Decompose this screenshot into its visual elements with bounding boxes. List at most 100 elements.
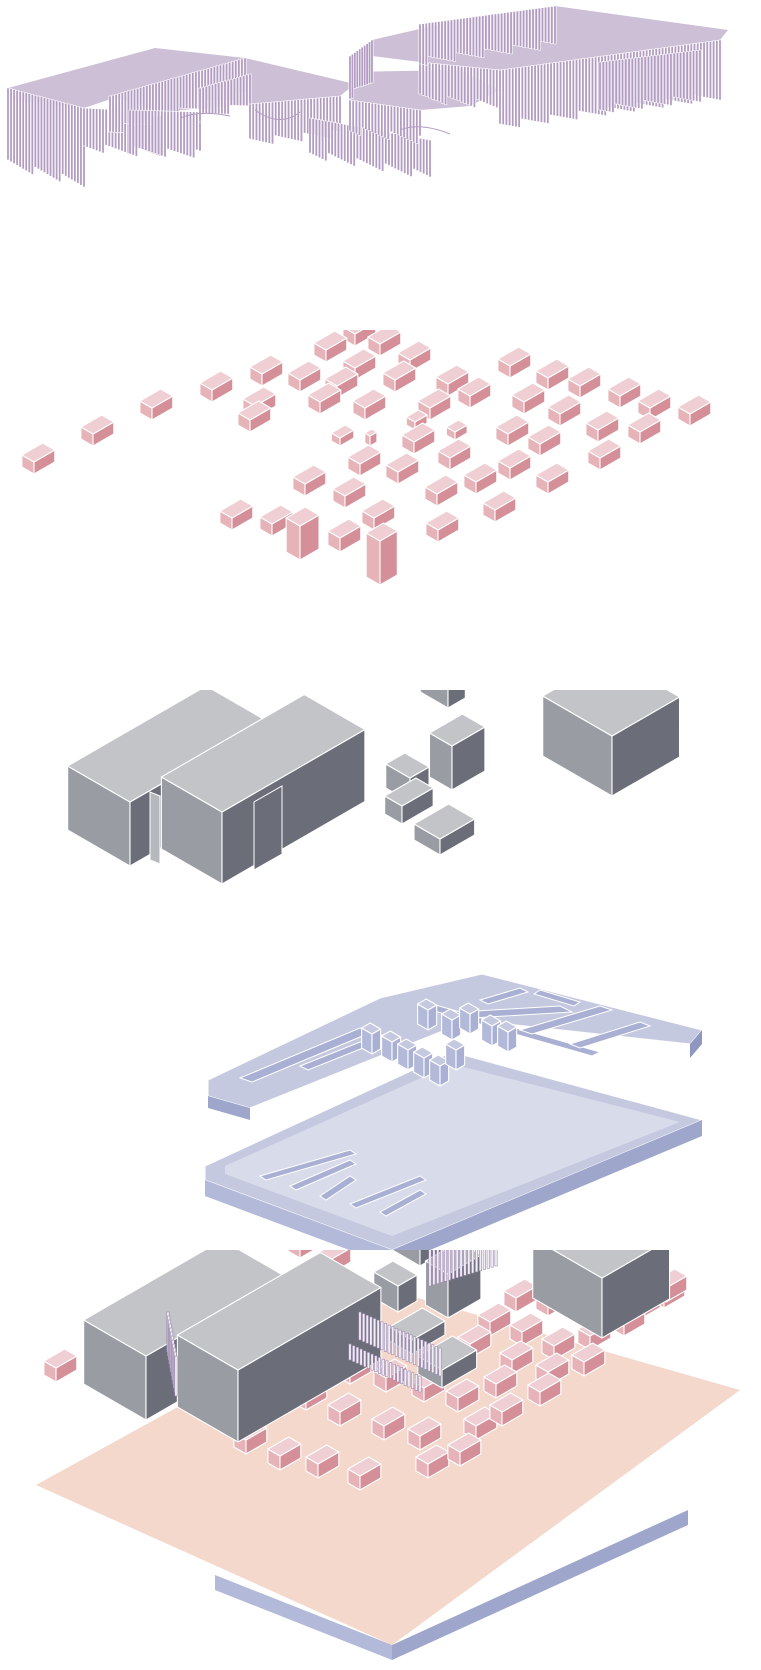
pink-volume <box>332 476 367 509</box>
screen-slat <box>223 80 227 115</box>
pink-volume <box>237 400 272 433</box>
screen-slat <box>472 67 476 108</box>
screen-slat <box>204 85 208 114</box>
screen-canvas <box>6 5 728 188</box>
composite-building-large-right-right-face <box>601 1250 671 1339</box>
screen-slat <box>578 58 582 112</box>
screen-slat <box>418 61 422 95</box>
screen-slat <box>509 11 513 55</box>
screen-slat <box>120 92 124 133</box>
screen-slat <box>21 91 25 170</box>
screen-slat <box>350 53 354 99</box>
screen-slat <box>327 121 331 154</box>
screen-slat <box>669 53 673 106</box>
screen-slat <box>98 108 102 153</box>
composite-screen-slat <box>359 1348 363 1366</box>
screen-slat <box>61 102 65 175</box>
screen-slat <box>456 65 460 102</box>
screen-slat <box>157 110 161 156</box>
screen-slat <box>421 62 425 96</box>
pink-volume <box>547 394 582 427</box>
screen-slat <box>370 102 374 133</box>
composite-screen-slat <box>405 1332 409 1362</box>
screen-slat <box>248 73 252 107</box>
composite-screen-slat <box>392 1363 396 1381</box>
screen-slat <box>443 20 447 60</box>
screen-slat <box>220 81 224 115</box>
composite-screen-slat <box>400 1367 404 1384</box>
screen-slat <box>428 62 432 99</box>
composite-pink-volume-top-face <box>571 1342 606 1363</box>
screen-slat <box>488 68 492 106</box>
screen-slat <box>527 65 531 121</box>
composite-screen-slat <box>398 1329 402 1359</box>
composite-screen-slat <box>363 1350 367 1368</box>
screen-slat <box>254 103 258 141</box>
composite-pink-volume <box>541 1326 576 1361</box>
screen-slat <box>188 111 192 158</box>
screen-slat <box>406 135 410 176</box>
screen-slat <box>317 119 321 159</box>
screen-slat <box>624 58 628 107</box>
pink-volume-top-face <box>365 522 398 542</box>
composite-building-large-right <box>532 1250 671 1339</box>
screen-slat <box>412 108 416 143</box>
screen-slat <box>353 52 357 89</box>
pink-volume <box>327 518 362 553</box>
pink-volume <box>139 388 174 421</box>
pink-volume-top-face <box>527 424 562 445</box>
pink-volume <box>292 464 327 497</box>
screen-slat <box>123 91 127 124</box>
site-base <box>36 1290 740 1660</box>
screen-slat <box>514 67 518 128</box>
buildings-layer <box>0 690 761 950</box>
screen-slat <box>173 110 177 152</box>
pink-volume <box>457 376 492 409</box>
site-plinth-front <box>392 1510 688 1660</box>
screen-slat <box>108 95 112 133</box>
screen-slat <box>226 79 230 115</box>
screen-slat <box>525 9 529 49</box>
screen-slat <box>270 101 274 145</box>
screen-slat <box>520 66 524 120</box>
composite-pink-volume-top-face <box>407 1416 442 1437</box>
screen-slat <box>362 127 366 163</box>
composite-screen-slat <box>362 1313 366 1342</box>
composite-screen-slat <box>416 1337 420 1367</box>
composite-screen-slat <box>475 1250 479 1273</box>
screen-slat <box>377 130 381 171</box>
composite-building-large-right-top-face <box>552 1250 652 1279</box>
screen-slat <box>169 110 173 151</box>
plan-pod <box>441 1008 462 1041</box>
screen-slat <box>679 52 683 99</box>
screen-slat <box>517 67 521 128</box>
pink-volume-top-face <box>585 410 620 431</box>
volumes-canvas <box>21 330 712 586</box>
pink-volume <box>287 360 322 393</box>
composite-screen-slat <box>490 1250 494 1268</box>
pink-volume <box>199 370 234 403</box>
composite-screen-slat <box>414 1374 418 1391</box>
building-mid-block-top-face <box>428 713 486 747</box>
screen-slat <box>604 60 608 112</box>
composite-pink-volume-top-face <box>489 1392 524 1413</box>
screen-slat <box>52 99 56 179</box>
pink-volume-top-face <box>535 462 570 483</box>
screen-slat <box>437 63 441 103</box>
screen-slat <box>251 103 255 141</box>
pink-volume <box>425 510 460 543</box>
screen-slat <box>185 74 189 109</box>
screen-slat <box>409 136 413 177</box>
screen-slat <box>524 66 528 120</box>
screen-slat <box>590 57 594 114</box>
plan-main-slab-front-left <box>205 1180 392 1250</box>
screen-slat <box>36 95 40 170</box>
screen-slat <box>515 10 519 47</box>
screen-slat <box>493 13 497 52</box>
screen-slat <box>314 118 318 157</box>
screen-slat <box>67 103 71 179</box>
screen-slat <box>24 92 28 172</box>
screen-slat <box>117 93 121 133</box>
screen-slat-run <box>6 87 86 188</box>
